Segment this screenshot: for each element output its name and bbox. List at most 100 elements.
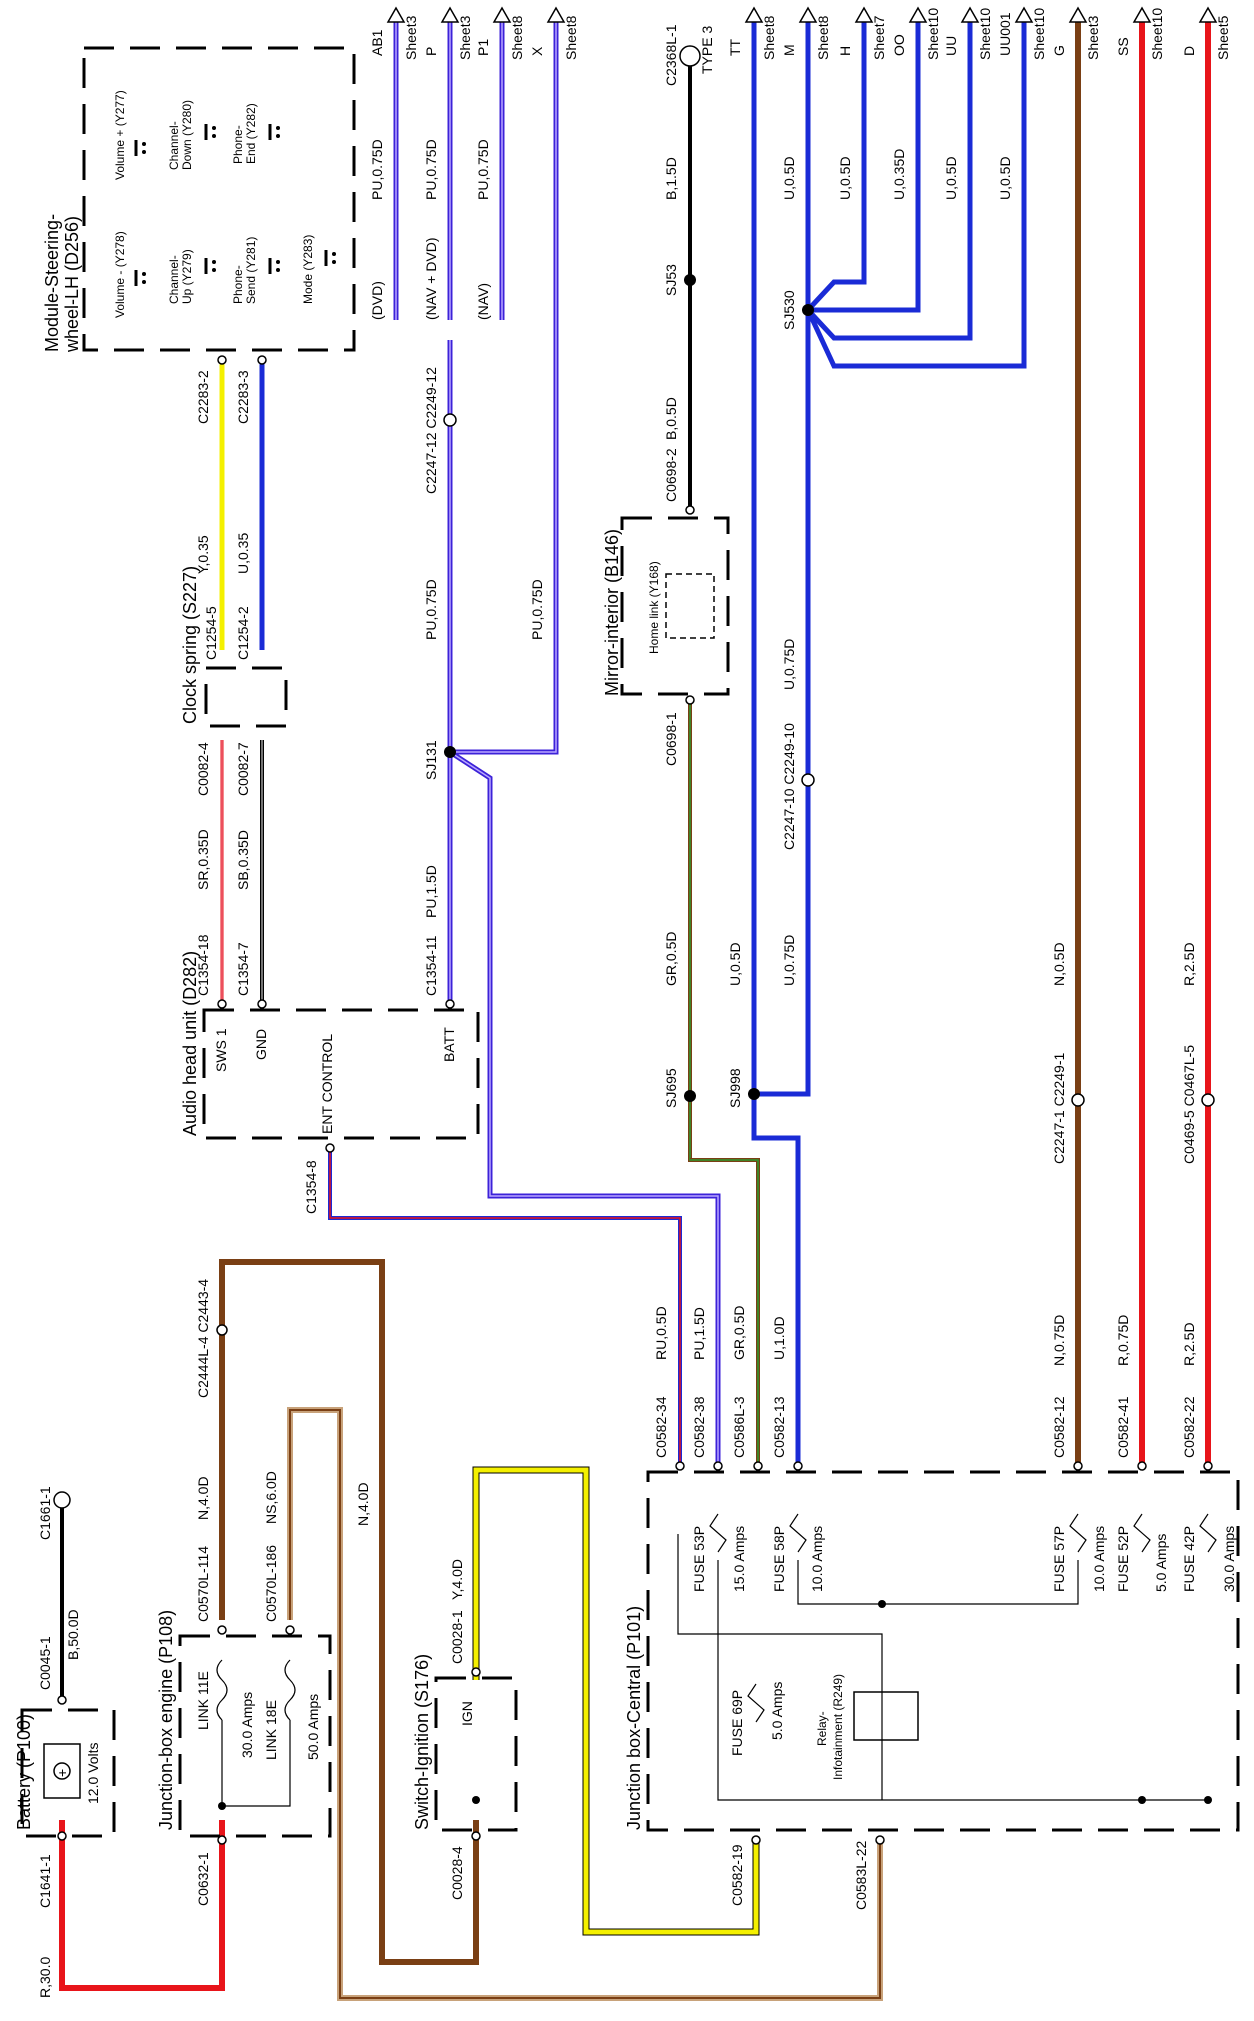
label-c2247-12: C2247-12 C2249-12 (423, 367, 439, 494)
sheet-ref-arrow-icon[interactable] (492, 6, 512, 23)
wire-u10 (751, 310, 811, 1466)
sheet-ref-arrow-icon[interactable] (744, 6, 764, 23)
fuse-69p-icon (747, 1683, 765, 1723)
label-c1354-8: C1354-8 (303, 1160, 319, 1214)
connector-c0570-186 (285, 1625, 295, 1635)
switch-ch-up-pin (212, 260, 216, 264)
label-c1641: C1641-1 (37, 1854, 53, 1908)
label-fuse42: FUSE 42P (1181, 1526, 1197, 1592)
connector-c0045 (57, 1695, 67, 1705)
label-line: Channel- (167, 121, 181, 170)
connector-c2283-2 (217, 355, 227, 365)
label-gnd: GND (253, 1029, 269, 1060)
switch-vol-dn-pin (142, 272, 146, 276)
component-boxes (20, 46, 1240, 1838)
label-amp69: 5.0 Amps (769, 1682, 785, 1740)
label-amp57: 10.0 Amps (1091, 1526, 1107, 1592)
label-r30: R,30.0 (37, 1957, 53, 1998)
sheet-ref-arrow-icon[interactable] (854, 6, 874, 23)
connector-c0582-13 (793, 1461, 803, 1471)
steering-switches (134, 124, 336, 286)
switch-mode-pin2 (332, 260, 336, 264)
sheet-ref-arrow-icon[interactable] (798, 6, 818, 23)
label-n05: N,0.5D (1051, 942, 1067, 986)
sheet-ref-arrow-icon[interactable] (546, 6, 566, 23)
wire-ns60-core (289, 1409, 881, 1999)
label-c0698-2: C0698-2 (663, 448, 679, 502)
sheet-ref-sheet[interactable]: Sheet8 (815, 15, 831, 60)
label-ent: ENT CONTROL (319, 1034, 335, 1134)
sheet-ref-sheet[interactable]: Sheet3 (1085, 15, 1101, 60)
connector-c0582-38 (713, 1461, 723, 1471)
sheet-ref-sheet[interactable]: Sheet3 (457, 15, 473, 60)
label-fuse53: FUSE 53P (691, 1526, 707, 1592)
sheet-ref-sheet[interactable]: Sheet10 (977, 8, 993, 60)
label-c0082-4: C0082-4 (195, 742, 211, 796)
battery-cell (43, 1743, 81, 1799)
label-n40-a: N,4.0D (195, 1476, 211, 1520)
label-c0583: C0583L-22 (853, 1841, 869, 1910)
wire-label-u10: U,1.0D (771, 1316, 787, 1360)
sheet-ref-arrow-icon[interactable] (960, 6, 980, 23)
label-gr05-mid: GR,0.5D (663, 932, 679, 986)
sheet-ref-sheet[interactable]: Sheet8 (761, 15, 777, 60)
wire-label-n075: N,0.75D (1051, 1315, 1067, 1366)
label-fuse58: FUSE 58P (771, 1526, 787, 1592)
jb-central-bus2 (797, 1560, 1079, 1605)
switch-ph-send-pin (276, 260, 280, 264)
label-amp18: 50.0 Amps (305, 1694, 321, 1760)
sheet-ref-arrow-icon[interactable] (440, 6, 460, 23)
label-ns60: NS,6.0D (263, 1471, 279, 1524)
label-y40: Y,4.0D (449, 1559, 465, 1600)
sheet-ref-arrow-icon[interactable] (1068, 6, 1088, 23)
connector-c0582-22 (1203, 1461, 1213, 1471)
label-relay-2: Infotainment (R249) (831, 1674, 845, 1780)
sheet-ref-code: G (1051, 45, 1067, 56)
sheet-ref-sheet[interactable]: Sheet5 (1215, 15, 1231, 60)
sheet-ref-arrow-icon[interactable] (386, 6, 406, 23)
sheet-ref-sheet[interactable]: Sheet3 (403, 15, 419, 60)
wire-u-oo (808, 20, 921, 313)
label-homelink: Home link (Y168) (647, 561, 661, 654)
sheet-ref-sheet[interactable]: Sheet7 (871, 15, 887, 60)
sheet-ref-sheet[interactable]: Sheet8 (509, 15, 525, 60)
sheet-ref-sheet[interactable]: Sheet10 (1031, 8, 1047, 60)
label-c1354-11: C1354-11 (423, 935, 439, 996)
label-c0632: C0632-1 (195, 1852, 211, 1906)
label-c2283-3: C2283-3 (235, 370, 251, 424)
label-sj53: SJ53 (663, 264, 679, 296)
label-sws1: SWS 1 (213, 1028, 229, 1072)
sheet-ref-arrow-icon[interactable] (1198, 6, 1218, 23)
label-sb035: SB,0.35D (235, 830, 251, 890)
jb-engine-box (178, 1634, 332, 1838)
sheet-ref-arrow-icon[interactable] (1132, 6, 1152, 23)
label-vol-dn: Volume - (Y278) (113, 231, 127, 318)
label-amp58: 10.0 Amps (809, 1526, 825, 1592)
connector-c0698-1 (685, 695, 695, 705)
connector-c2247-10 (801, 773, 815, 787)
label-dvd: (DVD) (369, 281, 385, 320)
sheet-ref-sheet[interactable]: Sheet10 (1149, 8, 1165, 60)
sj530-dot (802, 304, 814, 316)
sj131-dot (444, 746, 456, 758)
sheet-ref-arrow-icon[interactable] (908, 6, 928, 23)
connector-c1661 (53, 1491, 71, 1509)
label-fuse57: FUSE 57P (1051, 1526, 1067, 1592)
label-u05-uu001: U,0.5D (997, 156, 1013, 200)
connector-c2247-12 (443, 413, 457, 427)
switch-vol-up-pin (142, 142, 146, 146)
label-c0028-4: C0028-4 (449, 1846, 465, 1900)
label-ph-end: Phone-End (Y282) (231, 103, 258, 164)
sheet-ref-code: D (1181, 46, 1197, 56)
wire-y40-fill (473, 1467, 759, 1935)
sheet-ref-sheet[interactable]: Sheet10 (925, 8, 941, 60)
sheet-ref-arrow-icon[interactable] (1014, 6, 1034, 23)
sheet-ref-sheet[interactable]: Sheet8 (563, 15, 579, 60)
label-fuse52: FUSE 52P (1115, 1526, 1131, 1592)
connectors (53, 45, 1215, 1845)
wire-r30 (59, 1820, 225, 1991)
label-sr035: SR,0.35D (195, 829, 211, 890)
label-c2247-10: C2247-10 C2249-10 (781, 723, 797, 850)
